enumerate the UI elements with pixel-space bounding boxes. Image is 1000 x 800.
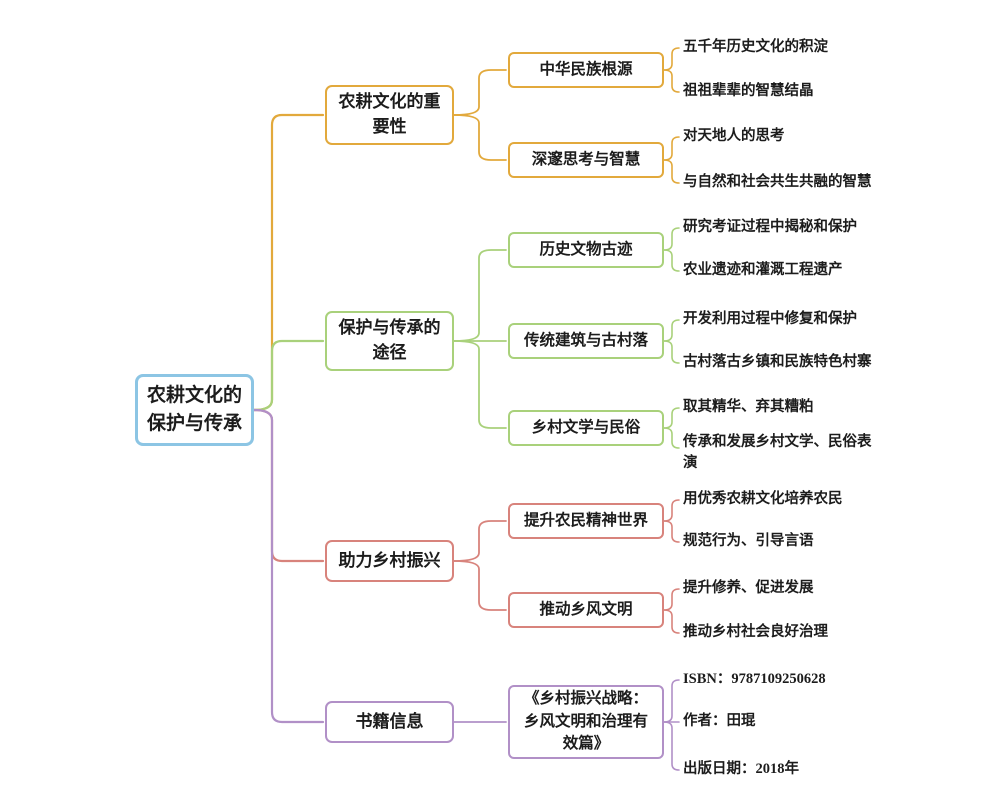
connector-root-to-importance <box>252 113 325 412</box>
child-node-book-title[interactable]: 《乡村振兴战略：乡风文明和治理有效篇》 <box>508 685 664 759</box>
brace-civility-leaf-0 <box>663 588 680 611</box>
brace-pathways-child-2 <box>453 340 507 429</box>
child-node-rural-literature-folklore[interactable]: 乡村文学与民俗 <box>508 410 664 446</box>
leaf-text[interactable]: 用优秀农耕文化培养农民 <box>683 491 843 507</box>
child-node-chinese-nation-roots[interactable]: 中华民族根源 <box>508 52 664 88</box>
branch-node-importance[interactable]: 农耕文化的重要性 <box>325 85 454 145</box>
branch-braces <box>453 69 507 723</box>
brace-spiritual-leaf-0 <box>663 499 680 522</box>
brace-folklore-leaf-0 <box>663 407 680 429</box>
leaf-text[interactable]: 开发利用过程中修复和保护 <box>683 311 857 327</box>
brace-wisdom-leaf-1 <box>663 159 680 184</box>
branch-node-book-info[interactable]: 书籍信息 <box>325 701 454 743</box>
leaf-text[interactable]: 古村落古乡镇和民族特色村寨 <box>683 354 872 370</box>
leaf-text[interactable]: 研究考证过程中揭秘和保护 <box>683 219 857 235</box>
leaf-text[interactable]: 传承和发展乡村文学、民俗表演 <box>683 434 872 471</box>
connector-root-to-book-info <box>252 408 325 724</box>
brace-book-leaf-2 <box>663 721 680 771</box>
child-node-farmers-spiritual-world[interactable]: 提升农民精神世界 <box>508 503 664 539</box>
child-node-rural-civility[interactable]: 推动乡风文明 <box>508 592 664 628</box>
connector-root-to-pathways <box>252 339 325 412</box>
brace-folklore-leaf-1 <box>663 427 680 449</box>
leaf-text[interactable]: 对天地人的思考 <box>683 128 785 144</box>
root-node[interactable]: 农耕文化的保护与传承 <box>135 374 254 446</box>
leaf-text[interactable]: 规范行为、引导言语 <box>683 533 814 549</box>
leaf-braces <box>663 47 680 771</box>
brace-architecture-leaf-0 <box>663 319 680 342</box>
brace-spiritual-leaf-1 <box>663 520 680 543</box>
leaf-text[interactable]: 提升修养、促进发展 <box>683 580 814 596</box>
leaf-text[interactable]: 出版日期：2018年 <box>683 761 799 777</box>
brace-relics-leaf-1 <box>663 249 680 272</box>
leaf-text[interactable]: 农业遗迹和灌溉工程遗产 <box>683 262 843 278</box>
leaf-text[interactable]: 与自然和社会共生共融的智慧 <box>683 174 872 190</box>
branch-node-pathways[interactable]: 保护与传承的途径 <box>325 311 454 371</box>
brace-relics-leaf-0 <box>663 227 680 251</box>
leaf-text[interactable]: 作者：田琨 <box>683 713 756 729</box>
leaf-text[interactable]: 推动乡村社会良好治理 <box>683 624 828 640</box>
brace-importance-child-1 <box>453 114 507 161</box>
brace-roots-leaf-0 <box>663 47 680 71</box>
branch-node-revitalization[interactable]: 助力乡村振兴 <box>325 540 454 582</box>
brace-roots-leaf-1 <box>663 69 680 93</box>
brace-wisdom-leaf-0 <box>663 136 680 161</box>
brace-book-leaf-0 <box>663 679 680 723</box>
leaf-text[interactable]: ISBN：9787109250628 <box>683 671 826 687</box>
child-node-deep-thinking-wisdom[interactable]: 深邃思考与智慧 <box>508 142 664 178</box>
child-node-historical-relics[interactable]: 历史文物古迹 <box>508 232 664 268</box>
leaf-text[interactable]: 五千年历史文化的积淀 <box>683 39 828 55</box>
brace-revitalization-child-1 <box>453 560 507 611</box>
brace-civility-leaf-1 <box>663 609 680 634</box>
leaf-text[interactable]: 祖祖辈辈的智慧结晶 <box>683 83 814 99</box>
brace-importance-child-0 <box>453 69 507 116</box>
child-node-traditional-architecture[interactable]: 传统建筑与古村落 <box>508 323 664 359</box>
connector-root-to-revitalization <box>252 408 325 563</box>
leaf-text[interactable]: 取其精华、弃其糟粕 <box>683 399 814 415</box>
brace-pathways-child-0 <box>453 249 507 342</box>
root-connectors <box>252 113 325 724</box>
brace-architecture-leaf-1 <box>663 340 680 364</box>
brace-revitalization-child-0 <box>453 520 507 562</box>
